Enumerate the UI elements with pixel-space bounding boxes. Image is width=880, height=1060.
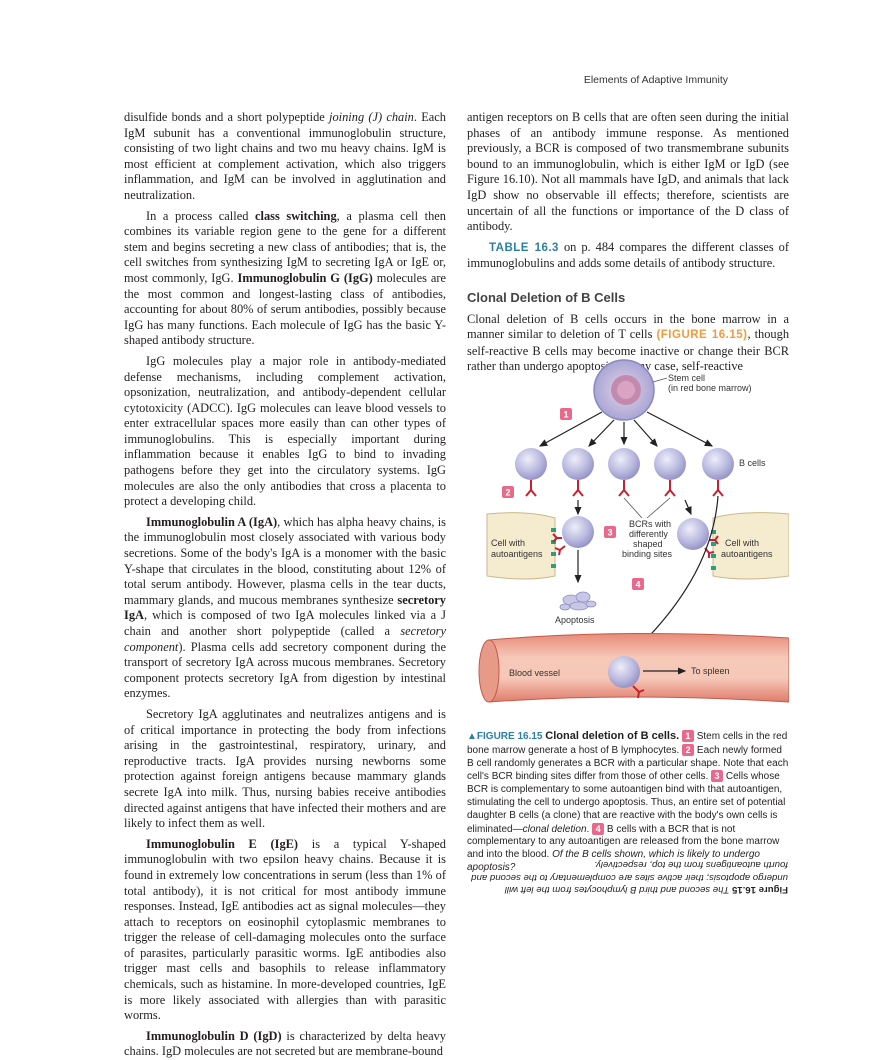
apoptotic-fragments xyxy=(559,591,597,611)
self-reactive-b-cell-right xyxy=(677,518,709,550)
b-cells-label: B cells xyxy=(739,458,766,468)
table-reference-link[interactable]: TABLE 16.3 xyxy=(489,241,559,254)
figure-label: ▲FIGURE 16.15 xyxy=(467,731,543,742)
b-cell-3 xyxy=(608,448,640,480)
b-cell-2 xyxy=(562,448,594,480)
section-heading: Clonal Deletion of B Cells xyxy=(467,289,626,305)
b-cell-row xyxy=(515,448,734,480)
stem-cell-label: Stem cell xyxy=(668,373,705,383)
caption-step-2: 2 xyxy=(682,743,695,756)
paragraph-igg: In a process called class switching, a p… xyxy=(124,208,446,348)
bcrs-label-2: differently xyxy=(629,529,668,539)
paragraph-bcr: antigen receptors on B cells that are of… xyxy=(467,110,789,234)
autoantigen-left-label-2: autoantigens xyxy=(491,549,543,559)
b-cell-5 xyxy=(702,448,734,480)
svg-text:3: 3 xyxy=(607,528,612,538)
differentiation-arrows xyxy=(538,411,714,447)
clonal-deletion-figure: Stem cell (in red bone marrow) 1 B cells… xyxy=(478,359,789,703)
b-cell-1 xyxy=(515,448,547,480)
stem-cell xyxy=(593,359,655,421)
caption-step-3: 3 xyxy=(711,770,724,783)
blood-vessel-label: Blood vessel xyxy=(509,668,560,678)
paragraph-igd: Immunoglobulin D (IgD) is characterized … xyxy=(124,1028,446,1059)
paragraph-iga: Immunoglobulin A (IgA), which has alpha … xyxy=(124,514,446,701)
bcr-pointer-lines xyxy=(623,497,671,519)
autoantigen-cell-right xyxy=(711,512,789,580)
svg-text:4: 4 xyxy=(635,580,640,590)
step-marker-3: 3 xyxy=(604,526,616,538)
released-b-cell xyxy=(608,656,640,688)
left-column: disulfide bonds and a short polypeptide … xyxy=(124,110,446,1060)
to-spleen-label: To spleen xyxy=(691,666,730,676)
autoantigen-right-label-1: Cell with xyxy=(725,538,759,548)
figure-title: Clonal deletion of B cells. xyxy=(545,730,680,742)
autoantigen-left-label-1: Cell with xyxy=(491,538,525,548)
step-marker-1: 1 xyxy=(560,408,572,420)
paragraph-igm: disulfide bonds and a short polypeptide … xyxy=(124,110,446,202)
caption-question: Of the B cells shown, which is likely to… xyxy=(467,849,760,873)
paragraph-igg-roles: IgG molecules play a major role in antib… xyxy=(124,353,446,509)
self-reactive-b-cell-left xyxy=(562,516,594,548)
bcr-receptors xyxy=(525,480,724,497)
paragraph-table-ref: TABLE 16.3 on p. 484 compares the differ… xyxy=(467,239,789,271)
svg-text:1: 1 xyxy=(563,410,568,420)
paragraph-ige: Immunoglobulin E (IgE) is a typical Y-sh… xyxy=(124,836,446,1023)
b-cell-4 xyxy=(654,448,686,480)
right-column: antigen receptors on B cells that are of… xyxy=(467,110,789,375)
caption-step-4: 4 xyxy=(592,822,605,835)
step-marker-4: 4 xyxy=(632,578,644,590)
running-header: Elements of Adaptive Immunity xyxy=(583,74,728,86)
svg-text:2: 2 xyxy=(505,488,510,498)
figure-reference-link[interactable]: (FIGURE 16.15) xyxy=(656,329,748,342)
step-marker-2: 2 xyxy=(502,486,514,498)
paragraph-secretory-iga: Secretory IgA agglutinates and neutraliz… xyxy=(124,706,446,831)
autoantigen-right-label-2: autoantigens xyxy=(721,549,773,559)
bcrs-label-4: binding sites xyxy=(622,549,673,559)
upside-down-answer: Figure 16.15 The second and third B lymp… xyxy=(471,859,788,896)
apoptosis-label: Apoptosis xyxy=(555,615,595,625)
caption-step-1: 1 xyxy=(681,730,694,742)
bcrs-label-1: BCRs with xyxy=(629,519,671,529)
stem-cell-sublabel: (in red bone marrow) xyxy=(668,383,752,393)
bcrs-label-3: shaped xyxy=(633,539,663,549)
figure-caption: ▲FIGURE 16.15 Clonal deletion of B cells… xyxy=(467,730,789,873)
